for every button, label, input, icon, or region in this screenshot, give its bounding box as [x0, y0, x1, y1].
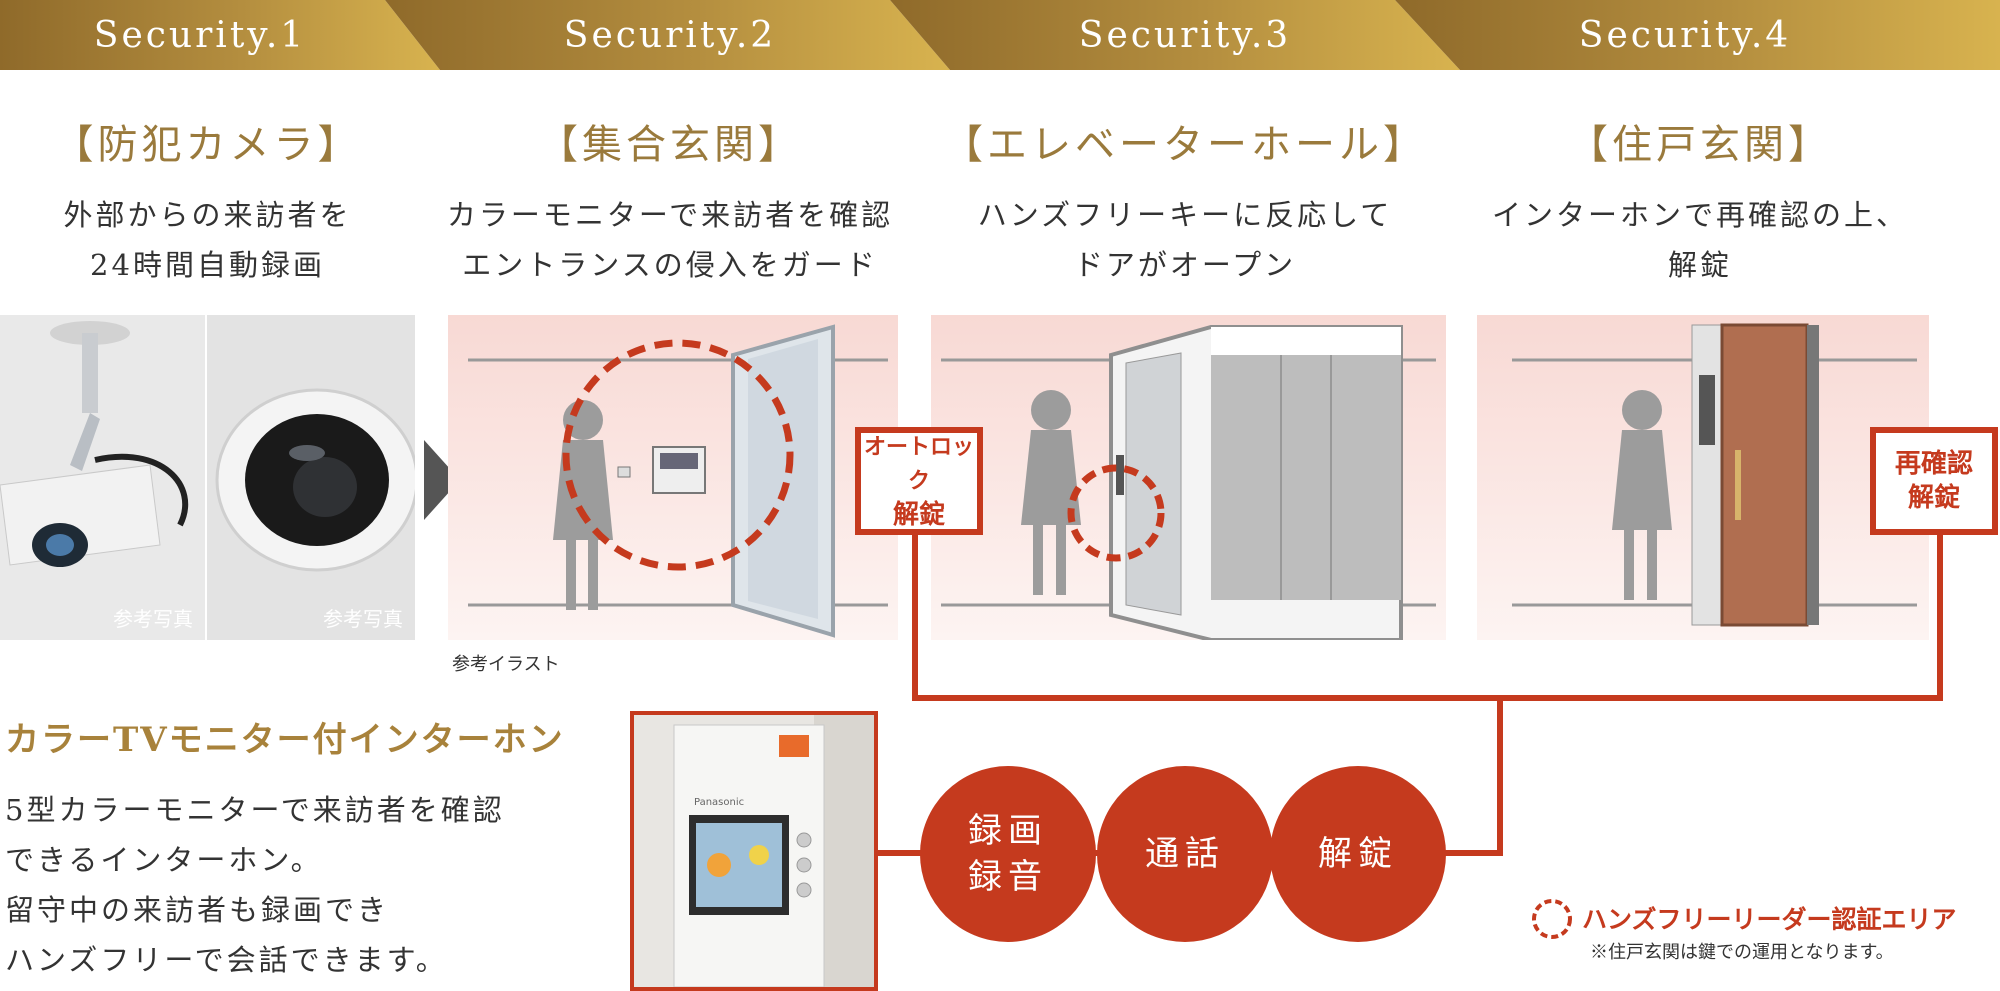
- tab-security-2: Security.2: [563, 14, 777, 56]
- autolock-line: 解錠: [892, 500, 945, 530]
- column-title-elevator: 【エレベーターホール】: [943, 122, 1427, 168]
- intercom-line: 留守中の来訪者も録画でき: [5, 893, 390, 927]
- tab-security-1: Security.1: [93, 14, 307, 56]
- column-title-entrance: 【集合玄関】: [538, 122, 802, 168]
- tab-security-3: Security.3: [1078, 14, 1292, 56]
- intercom-description: 5型カラーモニターで来訪者を確認 できるインターホン。 留守中の来訪者も録画でき…: [5, 785, 505, 985]
- feature-line: 解錠: [1318, 834, 1398, 874]
- legend-note: ※住戸玄関は鍵での運用となります。: [1590, 942, 1894, 963]
- entrance-illustration: [448, 315, 898, 640]
- dome-camera-icon: [207, 315, 415, 640]
- intercom-line: 5型カラーモニターで来訪者を確認: [5, 793, 505, 827]
- intercom-line: ハンズフリーで会話できます。: [5, 943, 448, 977]
- intercom-device-icon: [634, 715, 874, 987]
- desc-line: ハンズフリーキーに反応して: [977, 198, 1393, 232]
- intercom-heading: カラーTVモニター付インターホン: [5, 720, 565, 760]
- legend-label: ハンズフリーリーダー認証エリア: [1582, 905, 1957, 934]
- security-header: Security.1 Security.2 Security.3 Securit…: [0, 0, 2000, 70]
- security-camera-icon: [0, 315, 205, 640]
- column-desc-door: インターホンで再確認の上、 解錠: [1470, 190, 1930, 290]
- desc-line: 外部からの来訪者を: [63, 198, 352, 232]
- door-illustration: [1477, 315, 1929, 640]
- autolock-label: オートロック 解錠: [855, 427, 983, 535]
- tab-security-4: Security.4: [1578, 14, 1792, 56]
- desc-line: 解錠: [1667, 248, 1732, 282]
- feature-line: 録音: [968, 857, 1048, 897]
- reconfirm-label: 再確認 解錠: [1870, 427, 1998, 535]
- photo-caption: 参考写真: [113, 607, 193, 631]
- column-title-door: 【住戸玄関】: [1568, 122, 1832, 168]
- desc-line: ドアがオープン: [1073, 248, 1297, 282]
- column-title-camera: 【防犯カメラ】: [53, 122, 362, 168]
- door-scene: [1512, 323, 1917, 627]
- elevator-illustration: [931, 315, 1446, 640]
- desc-line: エントランスの侵入をガード: [462, 248, 878, 282]
- feature-line: 通話: [1145, 834, 1225, 874]
- photo-caption: 参考写真: [323, 607, 403, 631]
- intercom-photo: Panasonic: [630, 711, 878, 991]
- desc-line: 24時間自動録画: [90, 248, 325, 282]
- autolock-line: オートロック: [863, 434, 974, 494]
- desc-line: インターホンで再確認の上、: [1491, 198, 1908, 232]
- column-desc-elevator: ハンズフリーキーに反応して ドアがオープン: [930, 190, 1440, 290]
- reconfirm-line: 解錠: [1907, 483, 1960, 513]
- entrance-scene: [468, 324, 888, 638]
- intercom-line: できるインターホン。: [5, 843, 323, 877]
- column-desc-camera: 外部からの来訪者を 24時間自動録画: [0, 190, 415, 290]
- column-desc-entrance: カラーモニターで来訪者を確認 エントランスの侵入をガード: [430, 190, 910, 290]
- camera-photo-1: 参考写真: [0, 315, 205, 640]
- illustration-caption: 参考イラスト: [452, 654, 560, 675]
- intercom-brand: Panasonic: [694, 797, 745, 808]
- feature-record-circle: 録画 録音: [920, 766, 1096, 942]
- feature-line: 録画: [968, 811, 1048, 851]
- camera-photo-2: 参考写真: [207, 315, 415, 640]
- arrow-right-icon: [424, 440, 460, 520]
- dashed-circle-icon: [1532, 899, 1572, 939]
- feature-talk-circle: 通話: [1097, 766, 1273, 942]
- feature-unlock-circle: 解錠: [1270, 766, 1446, 942]
- desc-line: カラーモニターで来訪者を確認: [446, 198, 894, 232]
- header-band: [0, 0, 2000, 70]
- elevator-scene: [941, 325, 1436, 640]
- reconfirm-line: 再確認: [1894, 449, 1973, 479]
